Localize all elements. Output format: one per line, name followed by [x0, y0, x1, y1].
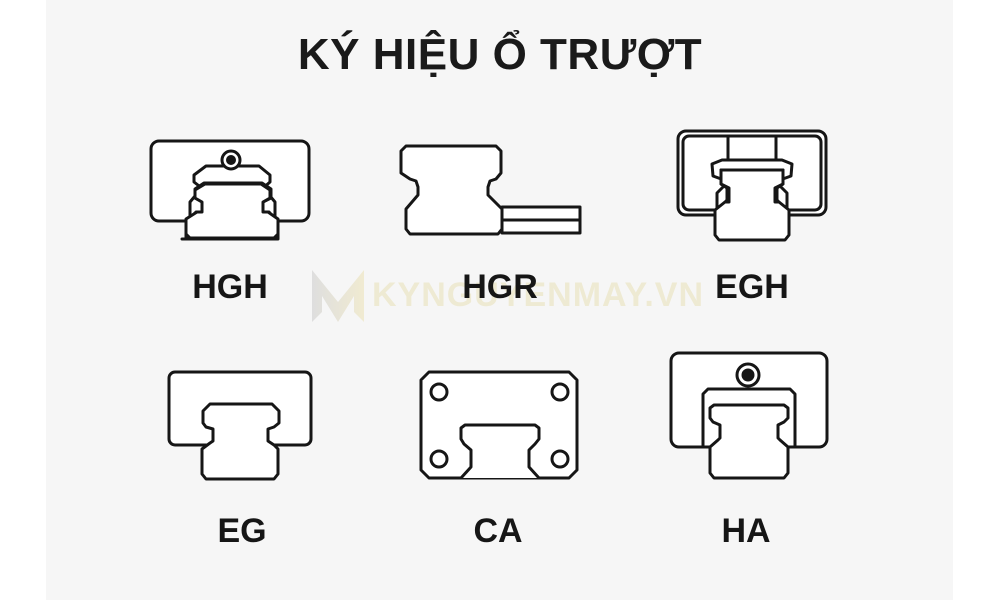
diagram-panel — [46, 0, 953, 600]
ca-block-icon — [419, 370, 579, 480]
symbol-ca — [419, 370, 579, 480]
label-hgh: HGH — [192, 268, 268, 306]
symbol-hgr — [399, 144, 585, 236]
page-title: KÝ HIỆU Ổ TRƯỢT — [297, 30, 703, 79]
symbol-ha — [669, 351, 829, 480]
ha-block-icon — [669, 351, 829, 480]
egh-block-icon — [676, 129, 828, 242]
symbol-eg — [167, 370, 313, 481]
label-hgr: HGR — [462, 268, 538, 306]
hgr-rail-icon — [399, 144, 582, 236]
label-egh: EGH — [715, 268, 789, 306]
symbol-egh — [676, 129, 828, 242]
watermark-text: KYNGUYENMAY.VN — [372, 276, 705, 314]
watermark: KYNGUYENMAY.VN — [308, 266, 703, 326]
hgh-block-icon — [149, 139, 311, 241]
eg-block-icon — [167, 370, 313, 481]
symbol-hgh — [149, 139, 311, 241]
label-ha: HA — [721, 512, 771, 550]
m-logo-icon — [312, 270, 364, 322]
label-ca: CA — [473, 512, 523, 550]
label-eg: EG — [217, 512, 267, 550]
